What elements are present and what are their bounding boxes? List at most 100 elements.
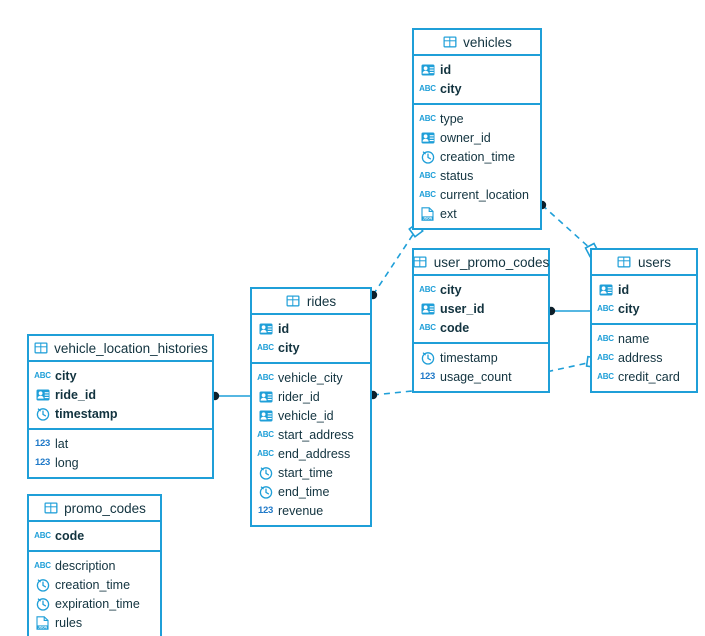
field-usage_count[interactable]: 123 usage_count xyxy=(414,367,548,386)
field-timestamp[interactable]: timestamp xyxy=(414,348,548,367)
key-field-icon xyxy=(420,131,435,145)
field-end_time[interactable]: end_time xyxy=(252,482,370,501)
field-label: rules xyxy=(55,615,83,630)
entity-title: vehicles xyxy=(463,34,512,50)
entity-header-promo_codes[interactable]: promo_codes xyxy=(29,496,160,522)
table-icon xyxy=(617,255,632,269)
field-label: timestamp xyxy=(440,350,498,365)
json-type-icon: JSON xyxy=(35,615,50,630)
field-label: code xyxy=(440,320,470,335)
table-icon xyxy=(286,294,301,308)
text-type-icon: ABC xyxy=(257,449,274,458)
entity-title: vehicle_location_histories xyxy=(54,340,208,356)
field-id[interactable]: id xyxy=(592,280,696,299)
field-label: usage_count xyxy=(440,369,512,384)
key-field-icon xyxy=(420,302,435,316)
clock-icon xyxy=(35,407,50,421)
text-type-icon: ABC xyxy=(34,531,51,540)
entity-header-users[interactable]: users xyxy=(592,250,696,276)
clock-icon xyxy=(258,466,273,480)
key-field-icon xyxy=(258,409,273,423)
number-type-icon: 123 xyxy=(258,505,273,516)
relationship-vehicle_location_histories-rides[interactable] xyxy=(210,391,250,401)
field-start_time[interactable]: start_time xyxy=(252,463,370,482)
field-revenue[interactable]: 123 revenue xyxy=(252,501,370,520)
field-owner_id[interactable]: owner_id xyxy=(414,128,540,147)
field-label: ext xyxy=(440,206,457,221)
field-label: revenue xyxy=(278,503,324,518)
entity-title: rides xyxy=(306,293,337,309)
relationship-user_promo_codes-users[interactable] xyxy=(546,306,590,316)
number-type-icon: 123 xyxy=(35,438,50,449)
relationship-line xyxy=(541,204,593,251)
field-creation_time[interactable]: creation_time xyxy=(414,147,540,166)
field-label: vehicle_id xyxy=(278,408,334,423)
entity-header-vehicles[interactable]: vehicles xyxy=(414,30,540,56)
key-field-icon xyxy=(258,390,273,404)
field-label: city xyxy=(278,340,300,355)
text-type-icon: ABC xyxy=(597,353,614,362)
key-field-icon xyxy=(35,388,50,402)
field-timestamp[interactable]: timestamp xyxy=(29,404,212,423)
field-vehicle_id[interactable]: vehicle_id xyxy=(252,406,370,425)
entity-header-rides[interactable]: rides xyxy=(252,289,370,315)
field-label: id xyxy=(278,321,290,336)
field-label: expiration_time xyxy=(55,596,140,611)
text-type-icon: ABC xyxy=(257,343,274,352)
entity-title: users xyxy=(637,254,671,270)
field-rules[interactable]: JSON rules xyxy=(29,613,160,632)
text-type-icon: ABC xyxy=(597,334,614,343)
entity-header-user_promo_codes[interactable]: user_promo_codes xyxy=(413,250,549,276)
field-creation_time[interactable]: creation_time xyxy=(29,575,160,594)
clock-icon xyxy=(420,351,435,365)
text-type-icon: ABC xyxy=(257,373,274,382)
clock-icon xyxy=(35,597,50,611)
entity-header-vehicle_location_histories[interactable]: vehicle_location_histories xyxy=(29,336,212,362)
number-type-icon: 123 xyxy=(35,457,50,468)
field-ride_id[interactable]: ride_id xyxy=(29,385,212,404)
field-expiration_time[interactable]: expiration_time xyxy=(29,594,160,613)
field-label: start_address xyxy=(278,427,354,442)
key-field-icon xyxy=(258,322,273,336)
field-user_id[interactable]: user_id xyxy=(414,299,548,318)
field-id[interactable]: id xyxy=(252,319,370,338)
field-city[interactable]: ABC city xyxy=(252,338,370,357)
field-id[interactable]: id xyxy=(414,60,540,79)
table-icon xyxy=(442,35,457,49)
number-type-icon: 123 xyxy=(420,371,435,382)
text-type-icon: ABC xyxy=(419,114,436,123)
field-label: description xyxy=(55,558,116,573)
text-type-icon: ABC xyxy=(419,171,436,180)
field-rider_id[interactable]: rider_id xyxy=(252,387,370,406)
clock-icon xyxy=(420,150,435,164)
table-icon xyxy=(33,341,48,355)
